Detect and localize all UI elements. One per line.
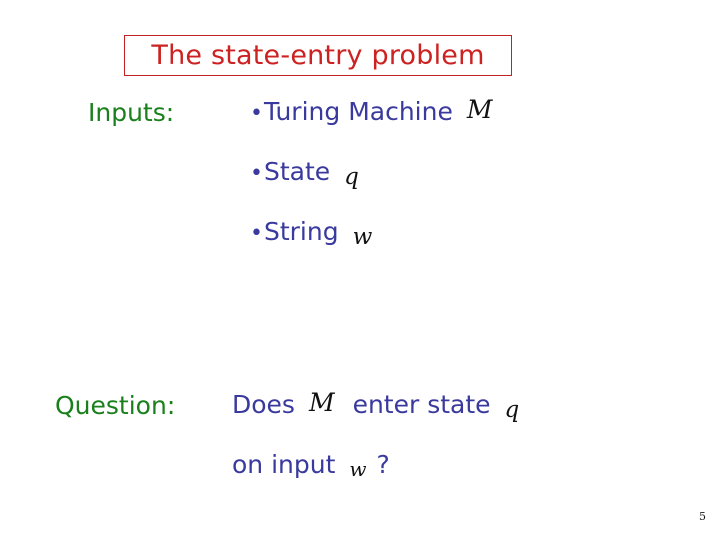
math-symbol-q: q [344, 164, 359, 190]
bullet-icon: • [250, 101, 263, 126]
list-item: • String w [250, 219, 492, 279]
question-text-does: Does [232, 390, 295, 419]
bullet-icon: • [250, 161, 263, 186]
bullet-label-state: State [263, 157, 331, 186]
question-text-on-input: on input [232, 450, 336, 479]
bullet-icon: • [250, 221, 263, 246]
question-body: Does M enter state q on input w ? [232, 388, 520, 512]
question-mark: ? [376, 450, 390, 479]
question-line-1: Does M enter state q [232, 388, 520, 452]
math-symbol-q: q [504, 397, 520, 423]
question-text-enter-state: enter state [352, 390, 491, 419]
bullet-label-string: String [263, 217, 339, 246]
math-symbol-w: w [349, 457, 367, 481]
inputs-bullet-list: • Turing Machine M • State q • String w [250, 95, 493, 279]
title-box: The state-entry problem [124, 35, 512, 76]
inputs-label: Inputs: [88, 98, 175, 127]
math-symbol-m: M [308, 388, 335, 417]
list-item: • State q [250, 159, 492, 219]
question-label: Question: [55, 391, 176, 420]
page-title: The state-entry problem [151, 40, 485, 71]
math-symbol-m: M [466, 95, 493, 124]
question-line-2: on input w ? [232, 452, 519, 512]
math-symbol-w: w [352, 224, 373, 250]
page-number: 5 [699, 510, 706, 523]
bullet-label-turing-machine: Turing Machine [263, 97, 453, 126]
list-item: • Turing Machine M [250, 95, 493, 159]
